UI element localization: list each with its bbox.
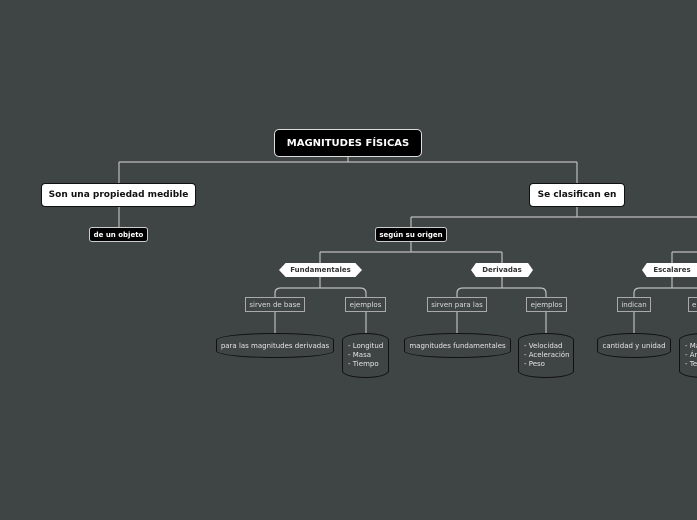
list-item: - Ár xyxy=(685,351,697,359)
list-item: - Aceleración xyxy=(524,351,570,359)
link-sirven-de-base[interactable]: sirven de base xyxy=(245,297,305,312)
node-se-clasifican[interactable]: Se clasifican en xyxy=(529,183,625,207)
list-item: - Peso xyxy=(524,360,545,368)
link-ejemplos-fundamentales[interactable]: ejemplos xyxy=(345,297,386,312)
node-propiedad-medible[interactable]: Son una propiedad medible xyxy=(41,183,196,207)
list-item: - Te xyxy=(685,360,697,368)
link-indican[interactable]: indican xyxy=(617,297,651,312)
link-ejemplos-derivadas[interactable]: ejemplos xyxy=(526,297,567,312)
leaf-cantidad-y-unidad[interactable]: cantidad y unidad xyxy=(597,333,671,358)
list-item: - Ma xyxy=(685,342,697,350)
leaf-ejemplos-escalares[interactable]: - Ma - Ár - Te xyxy=(679,333,697,378)
link-ejemplos-escalares[interactable]: e xyxy=(688,297,697,312)
node-escalares[interactable]: Escalares xyxy=(642,263,697,277)
leaf-magnitudes-fundamentales[interactable]: magnitudes fundamentales xyxy=(404,333,511,358)
list-item: - Longitud xyxy=(348,342,384,350)
leaf-para-magnitudes-derivadas[interactable]: para las magnitudes derivadas xyxy=(216,333,334,358)
node-segun-origen[interactable]: según su origen xyxy=(375,227,447,242)
root-node[interactable]: MAGNITUDES FÍSICAS xyxy=(274,129,422,157)
leaf-ejemplos-derivadas[interactable]: - Velocidad - Aceleración - Peso xyxy=(518,333,574,378)
link-sirven-para-las[interactable]: sirven para las xyxy=(427,297,487,312)
node-derivadas[interactable]: Derivadas xyxy=(471,263,533,277)
list-item: - Velocidad xyxy=(524,342,563,350)
node-de-un-objeto[interactable]: de un objeto xyxy=(89,227,148,242)
list-item: - Masa xyxy=(348,351,372,359)
list-item: - Tiempo xyxy=(348,360,379,368)
leaf-ejemplos-fundamentales[interactable]: - Longitud - Masa - Tiempo xyxy=(342,333,389,378)
node-fundamentales[interactable]: Fundamentales xyxy=(279,263,362,277)
